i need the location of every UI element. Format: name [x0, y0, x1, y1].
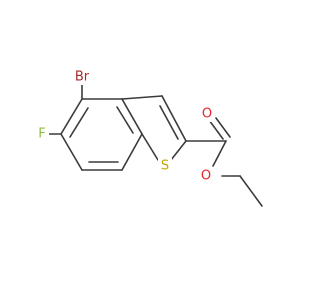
atom-label-o-carbonyl: O: [202, 107, 212, 122]
bond-ccarbonyl-o-double-a: [208, 119, 224, 140]
atom-s: S: [158, 158, 172, 174]
atom-o-carbonyl: O: [200, 106, 215, 122]
bond-c3-c2-inner: [159, 105, 179, 140]
bond-c7-c7a: [121, 133, 143, 171]
bond-c4-c5-inner: [69, 107, 89, 138]
atom-label-s: S: [161, 159, 169, 174]
atom-label-o-ester: O: [201, 169, 211, 184]
bond-ccarbonyl-o-double-b: [215, 117, 231, 138]
bond-c4-c5: [60, 98, 83, 135]
bond-s-c7a: [141, 133, 159, 161]
benzene-ring: [60, 98, 143, 171]
molecule-structure-diagram: Br F S O O: [36, 69, 263, 207]
bond-c3-c2: [161, 95, 187, 142]
bond-c3a-c3: [121, 95, 163, 100]
thiophene-ring: [121, 95, 187, 161]
atom-o-ester: O: [199, 168, 214, 184]
bond-ccarbonyl-o-single: [212, 140, 227, 167]
bond-c5-c6: [60, 133, 83, 171]
bond-c7a-c3a-inner: [116, 106, 134, 134]
atom-label-br: Br: [75, 70, 90, 85]
atom-br: Br: [71, 69, 94, 85]
bond-c7a-c3a: [121, 98, 143, 135]
ester-group: [185, 117, 263, 207]
atom-f: F: [36, 126, 49, 142]
bond-ch2-ch3: [239, 175, 263, 207]
atom-label-f: F: [38, 127, 45, 142]
bond-c2-s: [170, 140, 187, 161]
